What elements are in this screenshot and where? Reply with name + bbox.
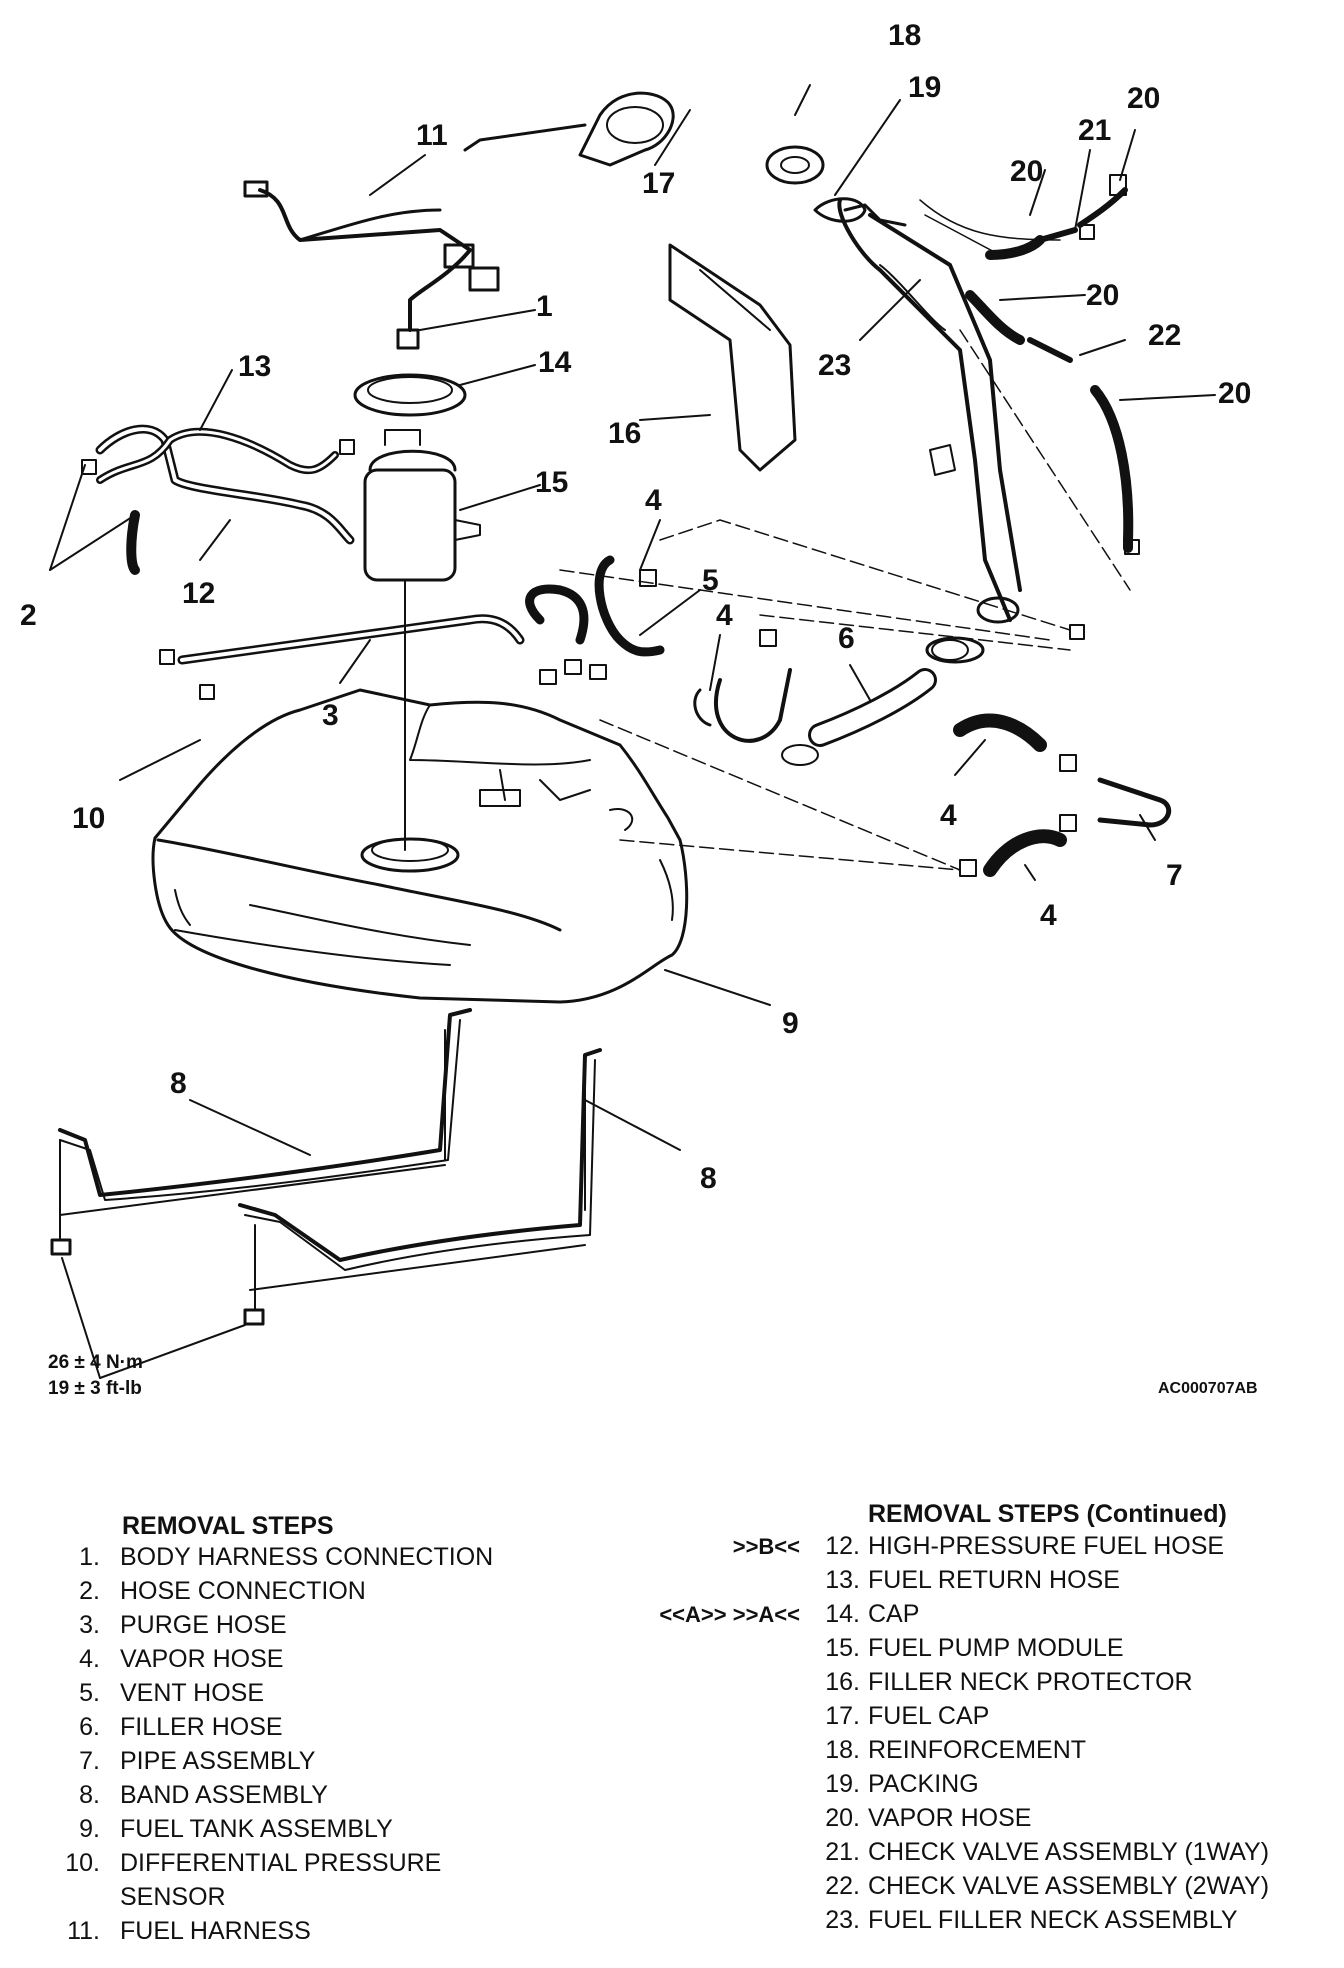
step-item: 16.FILLER NECK PROTECTOR	[825, 1668, 1193, 1696]
callout-18: 18	[888, 19, 921, 52]
step-item: 12.HIGH-PRESSURE FUEL HOSE	[825, 1532, 1225, 1560]
step-item: 17.FUEL CAP	[825, 1702, 990, 1730]
callout-6: 6	[838, 622, 855, 655]
callout-20-d: 20	[1218, 377, 1251, 410]
step-item: 7.PIPE ASSEMBLY	[79, 1747, 316, 1775]
callout-7: 7	[1166, 859, 1183, 892]
callout-23: 23	[818, 349, 851, 382]
callout-4-c: 4	[940, 799, 957, 832]
callout-13: 13	[238, 350, 271, 383]
callout-9: 9	[782, 1007, 799, 1040]
step-mark-b: >>B<<	[732, 1534, 800, 1559]
callout-8-a: 8	[170, 1067, 187, 1100]
callout-22: 22	[1148, 319, 1181, 352]
callout-14: 14	[538, 346, 572, 379]
step-item: 5.VENT HOSE	[79, 1679, 265, 1707]
callout-8-b: 8	[700, 1162, 717, 1195]
step-item: SENSOR	[120, 1883, 226, 1911]
callout-21: 21	[1078, 114, 1111, 147]
step-item: 13.FUEL RETURN HOSE	[825, 1566, 1120, 1594]
step-item: 19.PACKING	[825, 1770, 979, 1798]
step-item: 20.VAPOR HOSE	[825, 1804, 1032, 1832]
step-item: 9.FUEL TANK ASSEMBLY	[79, 1815, 393, 1843]
step-item: 18.REINFORCEMENT	[825, 1736, 1087, 1764]
callout-20-b: 20	[1127, 82, 1160, 115]
step-item: 22.CHECK VALVE ASSEMBLY (2WAY)	[825, 1872, 1270, 1900]
figure-id: AC000707AB	[1158, 1380, 1258, 1397]
step-item: 11.FUEL HARNESS	[67, 1917, 311, 1945]
torque-imperial: 19 ± 3 ft-lb	[48, 1378, 142, 1399]
step-item: 10.DIFFERENTIAL PRESSURE	[65, 1849, 442, 1877]
callout-17: 17	[642, 167, 675, 200]
fuel-tank-shape	[151, 688, 689, 1004]
callout-2: 2	[20, 599, 37, 632]
callout-4-b: 4	[716, 599, 733, 632]
step-item: 15.FUEL PUMP MODULE	[825, 1634, 1124, 1662]
step-item: 14.CAP	[825, 1600, 920, 1628]
callout-4-a: 4	[645, 484, 662, 517]
callout-19: 19	[908, 71, 941, 104]
fuel-pump-module-shape	[363, 429, 481, 851]
fuel-tank-exploded-diagram: 1 2 3 4 4 4 4 5 6 7 8 8 9 10 11 12 13 14…	[20, 19, 1251, 1379]
step-item: 8.BAND ASSEMBLY	[79, 1781, 328, 1809]
removal-steps-continued-title: REMOVAL STEPS (Continued)	[868, 1500, 1227, 1528]
callout-11: 11	[416, 119, 448, 152]
callout-20-c: 20	[1086, 279, 1119, 312]
step-item: 3.PURGE HOSE	[79, 1611, 287, 1639]
step-item: 4.VAPOR HOSE	[79, 1645, 284, 1673]
callout-20-a: 20	[1010, 155, 1043, 188]
callout-10: 10	[72, 802, 105, 835]
removal-steps-title: REMOVAL STEPS	[122, 1512, 334, 1540]
step-item: 23.FUEL FILLER NECK ASSEMBLY	[825, 1906, 1238, 1934]
callout-16: 16	[608, 417, 641, 450]
callout-4-d: 4	[1040, 899, 1057, 932]
torque-metric: 26 ± 4 N·m	[48, 1352, 143, 1373]
callout-5: 5	[702, 564, 719, 597]
callout-1: 1	[536, 290, 553, 323]
callout-15: 15	[535, 466, 568, 499]
callout-12: 12	[182, 577, 215, 610]
step-mark-a: <<A>> >>A<<	[659, 1602, 800, 1627]
callout-3: 3	[322, 699, 339, 732]
step-item: 2.HOSE CONNECTION	[79, 1577, 366, 1605]
step-item: 21.CHECK VALVE ASSEMBLY (1WAY)	[825, 1838, 1270, 1866]
step-item: 6.FILLER HOSE	[79, 1713, 283, 1741]
step-item: 1.BODY HARNESS CONNECTION	[79, 1543, 494, 1571]
